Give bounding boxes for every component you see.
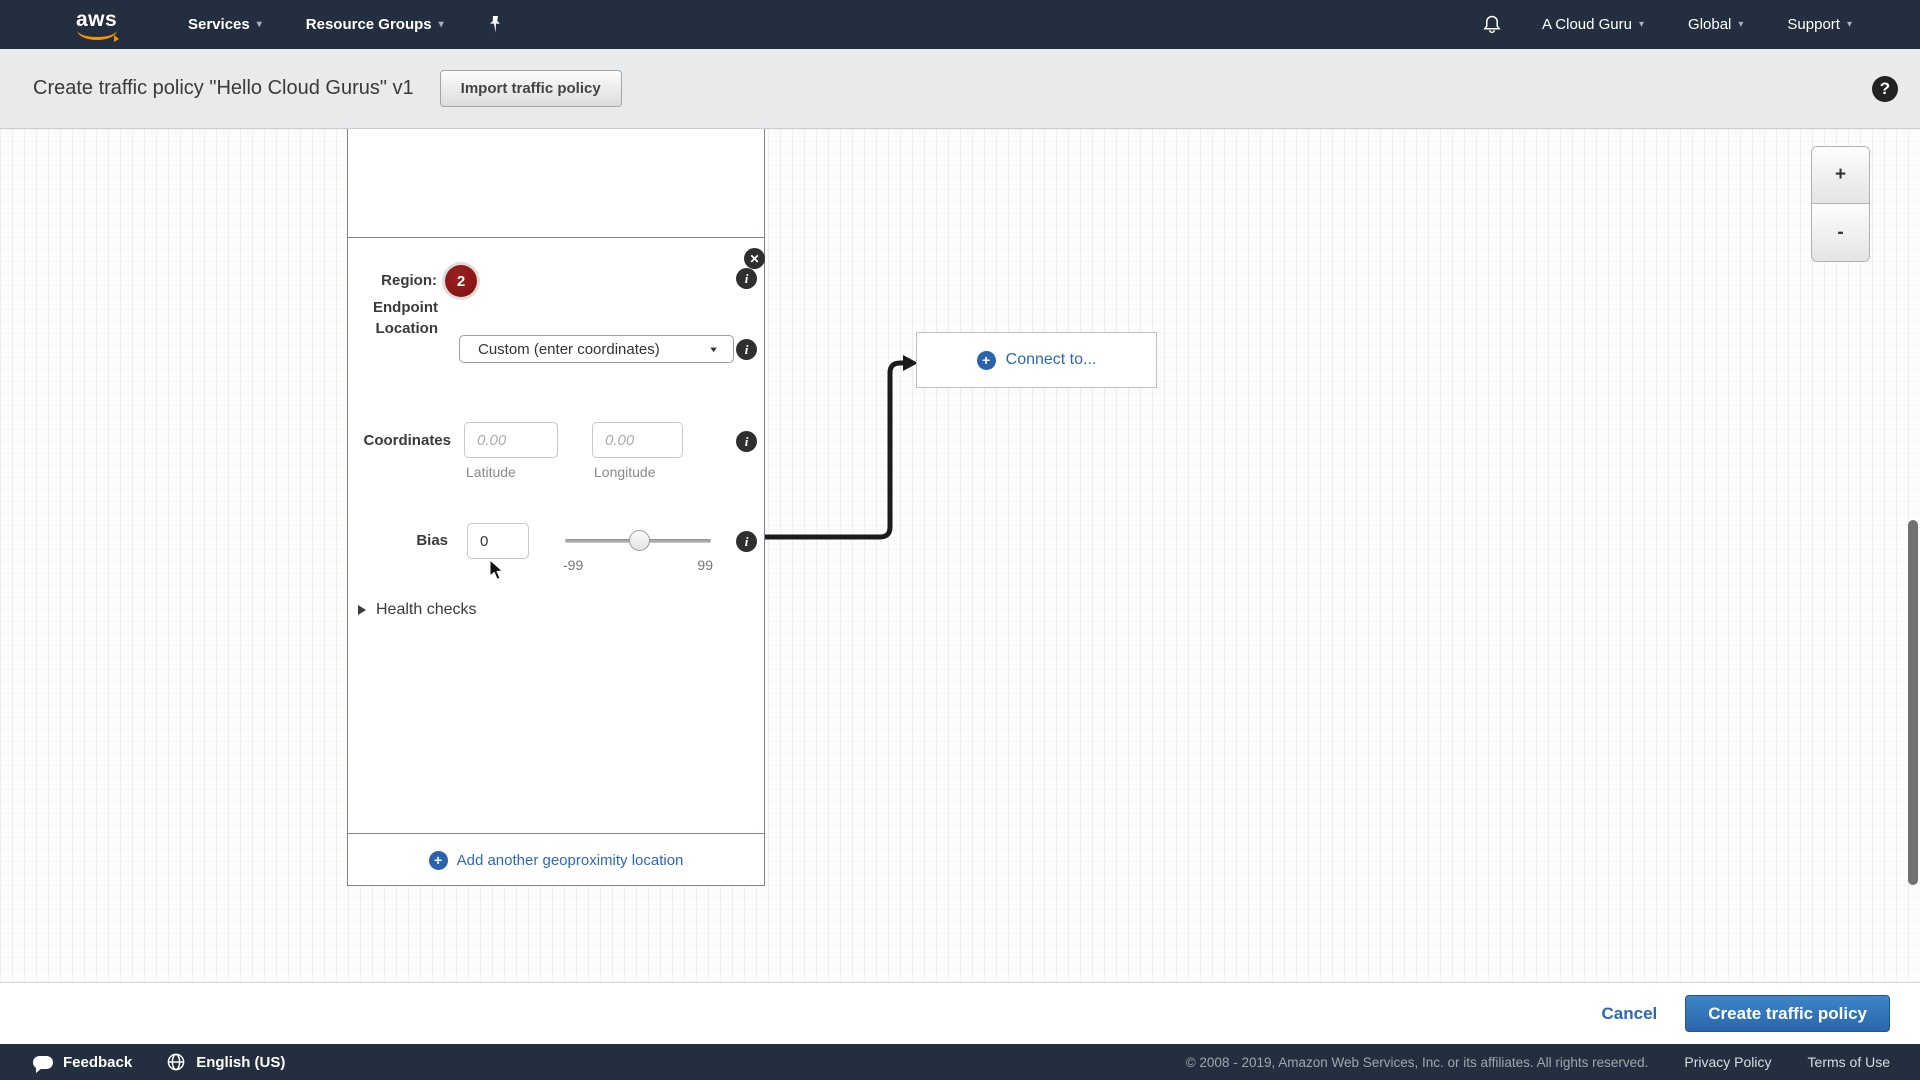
region-label: Region:	[381, 272, 437, 289]
nav-region-menu[interactable]: Global ▾	[1688, 16, 1744, 33]
footer-actions: Cancel Create traffic policy	[0, 983, 1920, 1044]
policy-canvas: ✕ i Region: 2 Endpoint Location Custom (…	[0, 129, 1920, 983]
add-geoproximity-location-link[interactable]: + Add another geoproximity location	[348, 834, 764, 886]
endpoint-info-icon[interactable]: i	[736, 339, 757, 360]
zoom-in-button[interactable]: +	[1812, 147, 1869, 204]
nav-services[interactable]: Services ▾	[188, 16, 262, 33]
help-icon[interactable]: ?	[1872, 76, 1898, 102]
vertical-scrollbar-thumb[interactable]	[1908, 520, 1918, 885]
nav-account-menu[interactable]: A Cloud Guru ▾	[1541, 16, 1645, 33]
bias-slider-range: -99 99	[563, 557, 713, 573]
mouse-cursor	[489, 558, 505, 586]
chevron-down-icon: ▾	[1639, 18, 1645, 30]
coordinates-label: Coordinates	[363, 432, 451, 449]
notifications-bell-icon[interactable]	[1482, 14, 1502, 35]
console-bottom-bar: Feedback English (US) © 2008 - 2019, Ama…	[0, 1044, 1920, 1080]
select-caret-icon: ▼	[708, 345, 719, 355]
import-traffic-policy-button[interactable]: Import traffic policy	[439, 70, 622, 107]
connector-line	[765, 355, 918, 540]
chevron-down-icon: ▾	[1738, 18, 1744, 30]
endpoint-location-select[interactable]: Custom (enter coordinates) ▼	[459, 335, 734, 363]
endpoint-location-label: Endpoint Location	[373, 299, 438, 337]
copyright-text: © 2008 - 2019, Amazon Web Services, Inc.…	[1185, 1054, 1649, 1070]
bias-info-icon[interactable]: i	[736, 531, 757, 552]
pin-icon[interactable]	[488, 16, 503, 33]
bias-label: Bias	[416, 532, 448, 549]
chevron-down-icon: ▾	[1846, 18, 1852, 30]
language-selector[interactable]: English (US)	[166, 1052, 285, 1072]
region-badge: 2	[445, 265, 477, 297]
chevron-down-icon: ▾	[438, 18, 444, 30]
page-title: Create traffic policy "Hello Cloud Gurus…	[33, 77, 414, 99]
plus-circle-icon: +	[976, 350, 996, 370]
zoom-out-button[interactable]: -	[1812, 204, 1869, 261]
canvas-zoom-controls: + -	[1811, 146, 1870, 262]
geoproximity-rule-panel: ✕ i Region: 2 Endpoint Location Custom (…	[347, 129, 765, 886]
nav-support-menu[interactable]: Support ▾	[1787, 16, 1852, 33]
aws-smile-icon	[77, 29, 119, 42]
latitude-input[interactable]	[464, 422, 558, 458]
panel-divider	[348, 237, 764, 238]
bias-max-label: 99	[697, 557, 713, 573]
aws-logo[interactable]: aws	[76, 7, 122, 42]
feedback-button[interactable]: Feedback	[33, 1054, 132, 1073]
latitude-caption: Latitude	[466, 464, 516, 480]
page-header: Create traffic policy "Hello Cloud Gurus…	[0, 49, 1920, 129]
create-traffic-policy-button[interactable]: Create traffic policy	[1685, 995, 1890, 1032]
region-info-icon[interactable]: i	[736, 268, 757, 289]
top-nav: aws Services ▾ Resource Groups ▾	[0, 0, 1920, 49]
bias-slider-handle[interactable]	[629, 530, 650, 551]
coordinates-info-icon[interactable]: i	[736, 431, 757, 452]
remove-location-icon[interactable]: ✕	[744, 248, 765, 269]
nav-resource-groups[interactable]: Resource Groups ▾	[305, 16, 444, 33]
terms-of-use-link[interactable]: Terms of Use	[1807, 1054, 1890, 1070]
cancel-button[interactable]: Cancel	[1601, 1003, 1658, 1023]
plus-circle-icon: +	[428, 850, 448, 870]
feedback-bubble-icon	[33, 1055, 53, 1073]
expand-triangle-icon	[358, 605, 366, 615]
bias-min-label: -99	[563, 557, 584, 573]
privacy-policy-link[interactable]: Privacy Policy	[1684, 1054, 1772, 1070]
aws-logo-text: aws	[76, 7, 118, 31]
health-checks-toggle[interactable]: Health checks	[358, 601, 477, 619]
panel-divider	[348, 833, 764, 834]
bias-input[interactable]	[467, 523, 529, 559]
globe-icon	[167, 1053, 185, 1071]
longitude-input[interactable]	[592, 422, 683, 458]
connect-to-box[interactable]: + Connect to...	[916, 332, 1157, 388]
longitude-caption: Longitude	[594, 464, 656, 480]
chevron-down-icon: ▾	[256, 18, 262, 30]
